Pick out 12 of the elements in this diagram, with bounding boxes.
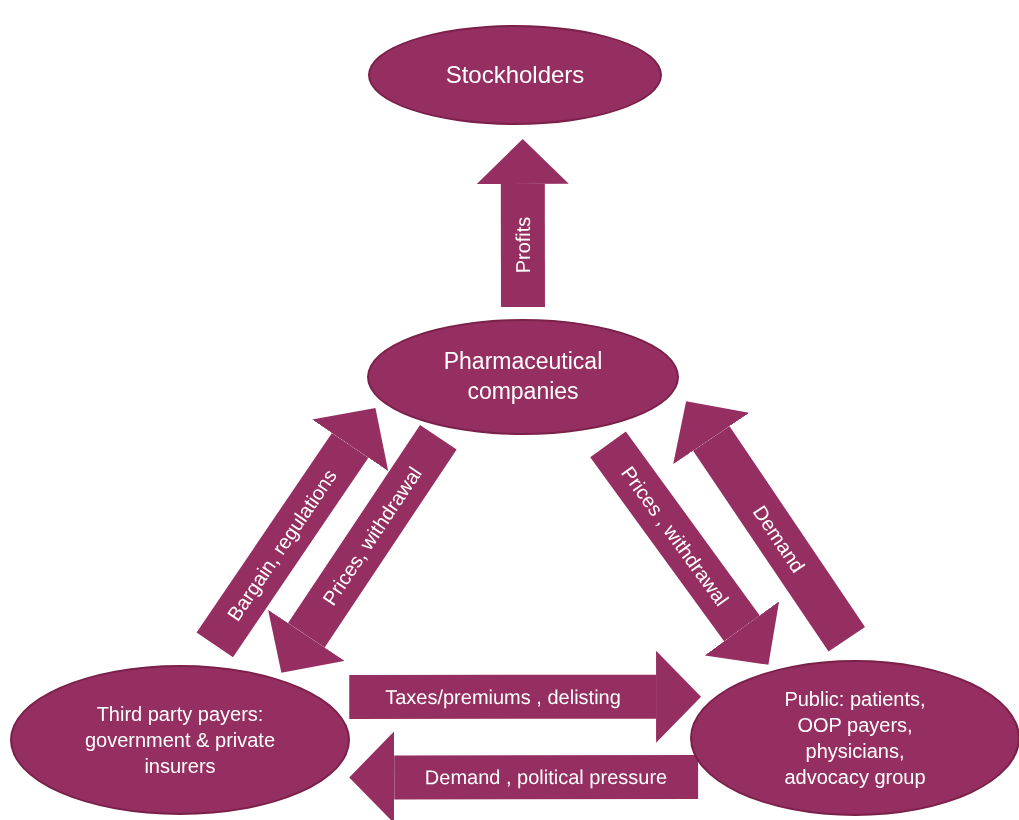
edge-label: Demand , political pressure	[424, 767, 668, 788]
edge-label: Profits	[512, 217, 533, 274]
block-arrow	[673, 401, 866, 652]
block-arrow	[476, 138, 569, 307]
node-label: Public: patients, OOP payers, physicians, advocacy group	[783, 687, 927, 790]
node-label: Pharmaceutical companies	[442, 347, 604, 406]
node-label: Stockholders	[445, 60, 585, 91]
block-arrow	[349, 731, 699, 820]
block-arrow	[196, 408, 389, 658]
block-arrow	[268, 425, 457, 673]
node-label: Third party payers: government & private insurers	[83, 702, 277, 779]
edge-label: Taxes/premiums , delisting	[384, 686, 621, 707]
